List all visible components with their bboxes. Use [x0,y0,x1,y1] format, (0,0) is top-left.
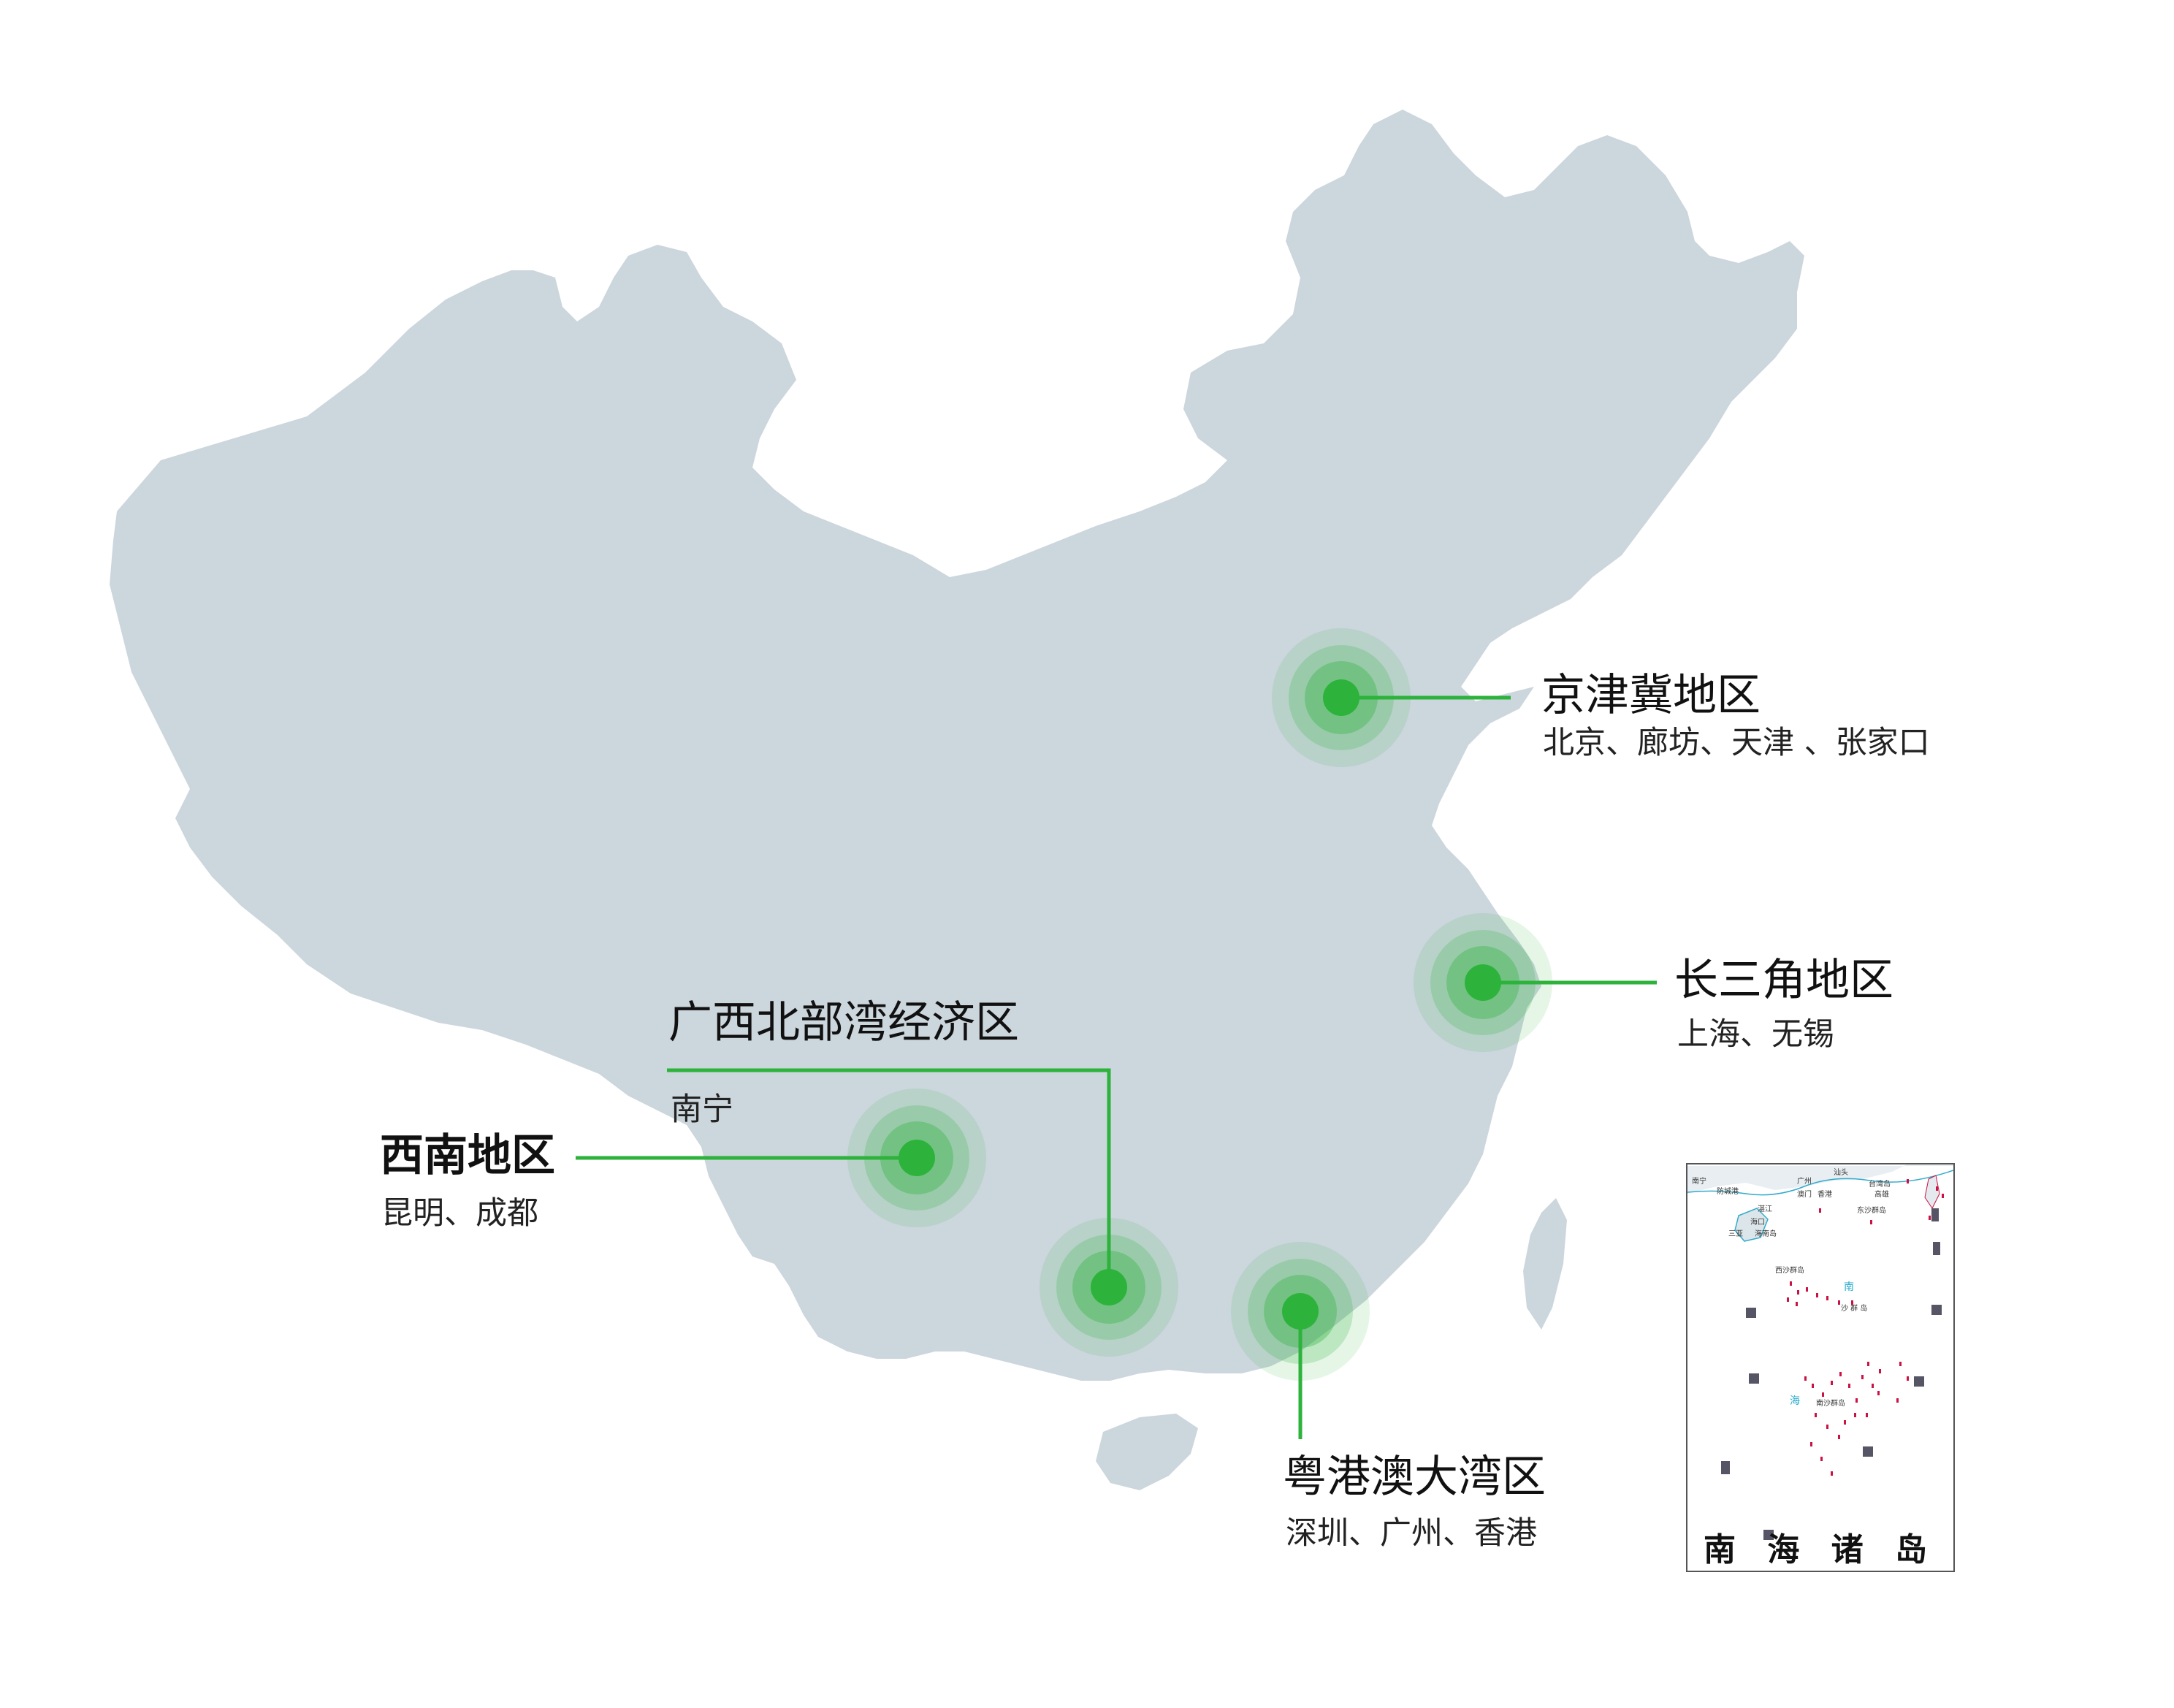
region-cities-dawanqu: 深圳、广州、香港 [1286,1515,1537,1552]
region-title-xinan: 西南地区 [380,1130,555,1181]
inset-coast-line [1687,1170,1953,1196]
region-title-changsanjiao: 长三角地区 [1674,955,1893,1006]
region-title-beibuwan: 广西北部湾经济区 [668,997,1019,1048]
taiwan-island-shape [1523,1198,1567,1330]
inset-label-sanya: 三亚 [1728,1230,1743,1238]
region-title-dawanqu: 粤港澳大湾区 [1283,1452,1546,1503]
inset-label-xianggang: 香港 [1818,1190,1832,1199]
region-cities-changsanjiao: 上海、无锡 [1677,1016,1834,1053]
hainan-island-shape [1096,1414,1198,1490]
inset-label-hainan: 海南岛 [1755,1229,1777,1238]
inset-hainan [1734,1208,1769,1242]
inset-label-fangcheng: 防城港 [1717,1186,1739,1196]
inset-boundary-dashes [1721,1208,1942,1540]
inset-label-zhanjiang: 湛江 [1758,1205,1772,1213]
inset-label-hai: 海 [1790,1395,1800,1407]
inset-label-haikou: 海口 [1750,1217,1765,1227]
inset-label-aomen: 澳门 [1797,1189,1812,1199]
inset-label-gaoxiong: 高雄 [1874,1189,1889,1199]
inset-map: 南宁 广州 汕头 台湾岛 高雄 澳门 香港 湛江 海口 海南岛 三亚 防城港 东… [1687,1164,1953,1540]
region-cities-xinan: 昆明、成都 [381,1195,538,1232]
inset-label-shantou: 汕头 [1834,1168,1848,1177]
inset-label-xisha: 西沙群岛 [1775,1265,1804,1275]
region-cities-beibuwan: 南宁 [671,1091,733,1128]
inset-title: 南 海 诸 岛 [1704,1531,1937,1568]
inset-label-nanning: 南宁 [1692,1176,1706,1186]
inset-island-marks [1787,1179,1944,1476]
region-cities-jingjinji: 北京、廊坊、天津 、张家口 [1543,725,1930,761]
leader-line-beibuwan [667,1068,1111,1287]
inset-label-taiwan: 台湾岛 [1869,1179,1891,1189]
inset-label-nansha: 南沙群岛 [1816,1398,1845,1408]
inset-label-zhongsha: 沙 群 岛 [1841,1303,1867,1313]
region-title-jingjinji: 京津冀地区 [1541,670,1761,721]
south-china-sea-inset: 南宁 广州 汕头 台湾岛 高雄 澳门 香港 湛江 海口 海南岛 三亚 防城港 东… [1686,1163,1955,1572]
inset-taiwan [1924,1175,1940,1209]
mainland-shape [110,110,1804,1381]
inset-label-dongsha: 东沙群岛 [1857,1205,1886,1215]
inset-label-guangzhou: 广州 [1797,1177,1812,1186]
inset-coastline [1687,1164,1953,1194]
inset-label-nan: 南 [1844,1281,1854,1293]
